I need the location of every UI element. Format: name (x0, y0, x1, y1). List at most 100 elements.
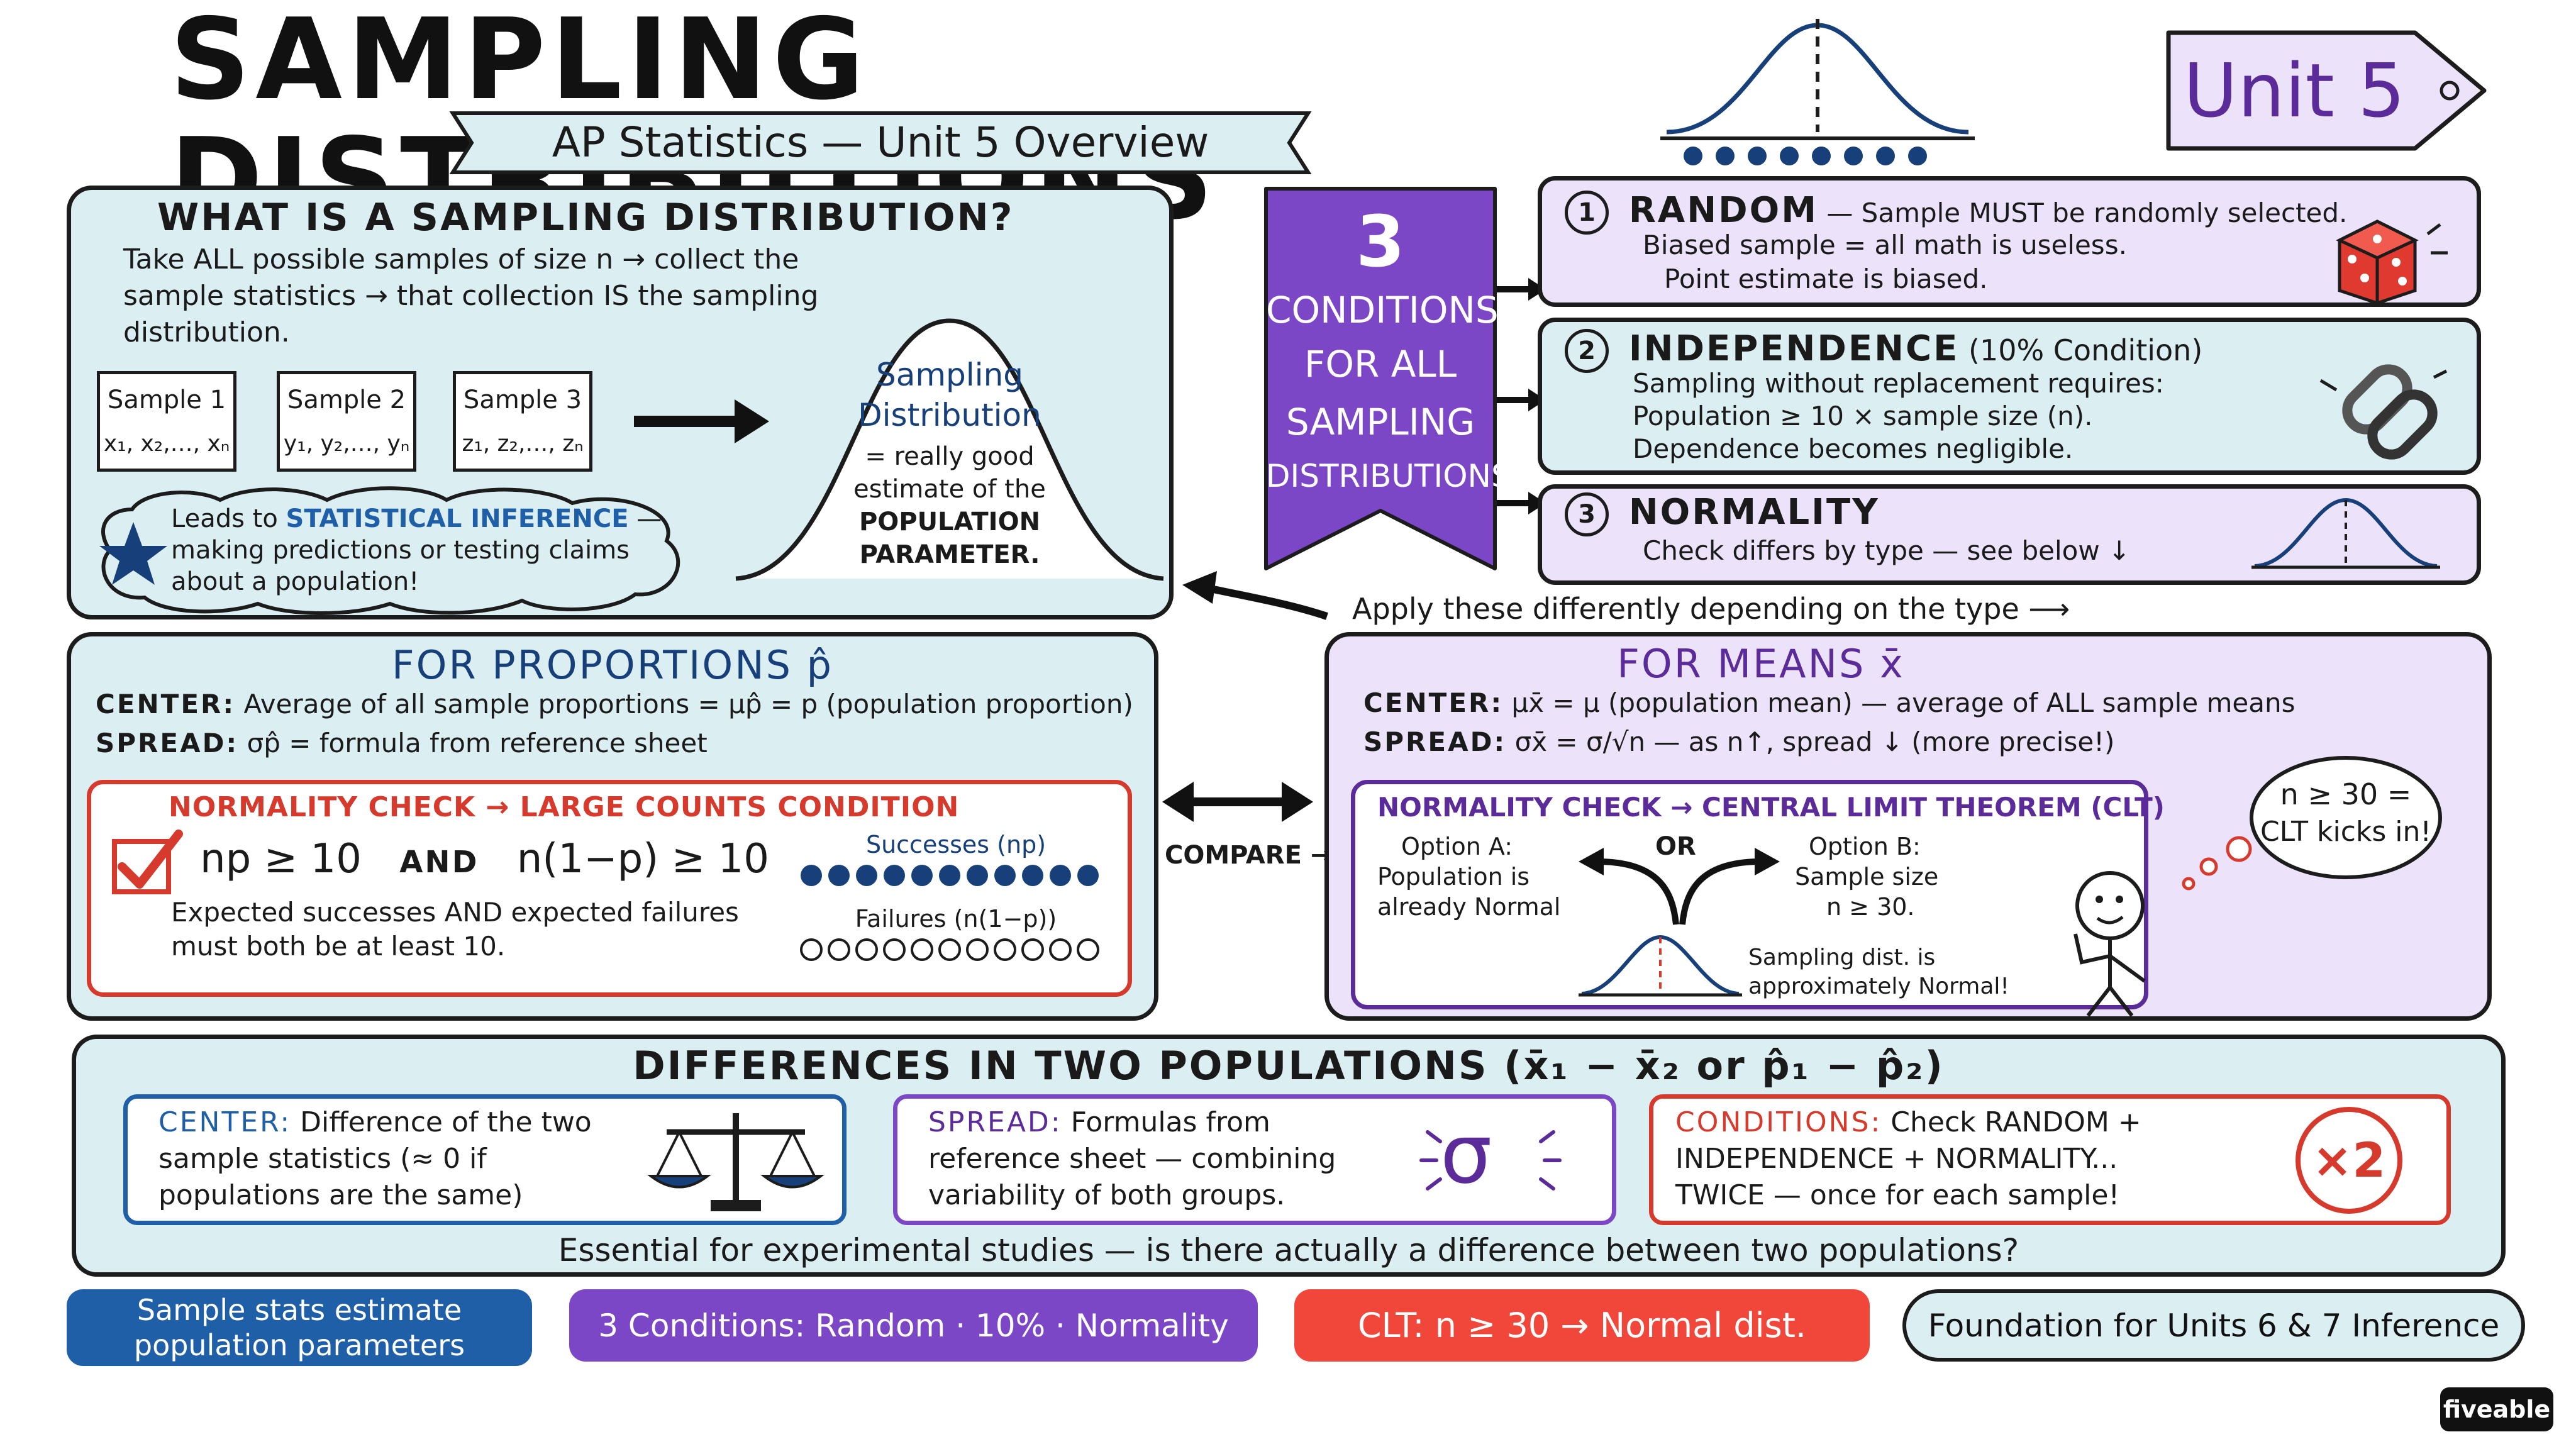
sample-values: y₁, y₂,…, yₙ (283, 431, 410, 457)
banner-line-1: CONDITIONS (1266, 289, 1499, 331)
sampling-distribution-curve (735, 318, 1164, 581)
number-badge-2: 2 (1565, 328, 1609, 373)
curve-text-1: = really good (865, 442, 1035, 471)
double-arrow-icon (1162, 782, 1313, 822)
large-counts-heading: NORMALITY CHECK → LARGE COUNTS CONDITION (169, 791, 960, 823)
means-center-label: CENTER: (1363, 687, 1504, 718)
dice-icon (2336, 219, 2448, 305)
sample-label: Sample 1 (107, 386, 226, 414)
or-label: OR (1655, 832, 1696, 861)
fiveable-logo: fiveable (2440, 1387, 2553, 1431)
means-heading: FOR MEANS x̄ (1617, 641, 1905, 687)
number-badge-3: 3 (1565, 492, 1609, 536)
condition-independence-desc-1: Sampling without replacement requires: (1633, 368, 2164, 399)
conditions-banner (1264, 187, 1497, 570)
thinking-person-icon (2074, 871, 2146, 1017)
summary-pill-estimate-2: population parameters (133, 1328, 465, 1362)
checkmark-icon (112, 830, 183, 894)
cloud-line-3: about a population! (171, 567, 419, 596)
times-two-badge: ×2 (2296, 1107, 2402, 1214)
compare-label: COMPARE → (1165, 841, 1332, 870)
means-center-text: μx̄ = μ (population mean) — average of A… (1503, 687, 2296, 718)
proportions-center-text: Average of all sample proportions = μp̂ … (235, 689, 1133, 719)
condition-independence-panel (1538, 318, 2481, 475)
condition-independence-title: 2 INDEPENDENCE (10% Condition) (1565, 327, 2202, 373)
means-center: CENTER: μx̄ = μ (population mean) — aver… (1363, 686, 2296, 721)
formula-n-one-minus-p: n(1−p) ≥ 10 (516, 836, 770, 882)
sample-box-2: Sample 2 y₁, y₂,…, yₙ (277, 371, 416, 472)
diff-spread-label: SPREAD: (928, 1106, 1062, 1138)
banner-line-2: FOR ALL (1304, 343, 1457, 386)
summary-pill-estimate-1: Sample stats estimate (136, 1293, 462, 1327)
title-bell-curve (1660, 19, 1975, 165)
option-b-1: Option B: (1809, 833, 1921, 860)
sample-label: Sample 2 (287, 386, 406, 414)
number-badge-1: 1 (1565, 190, 1609, 235)
condition-independence-desc-3: Dependence becomes negligible. (1633, 433, 2074, 464)
formula-and: AND (399, 845, 479, 880)
inference-cloud (99, 486, 680, 615)
what-is-line-1: Take ALL possible samples of size n → co… (123, 243, 799, 275)
banner-arrows (1497, 278, 1546, 514)
curve-title-2: Distribution (858, 397, 1041, 433)
condition-independence-name: INDEPENDENCE (1628, 328, 1960, 369)
diff-spread-line-2: reference sheet — combining (928, 1143, 1336, 1175)
means-spread: SPREAD: σx̄ = σ/√n — as n↑, spread ↓ (mo… (1363, 724, 2114, 760)
diff-center-line-2: sample statistics (≈ 0 if (158, 1143, 487, 1175)
clt-normal-curve-icon (1579, 935, 1742, 997)
sample-box-1: Sample 1 x₁, x₂,…, xₙ (97, 371, 236, 472)
clt-heading: NORMALITY CHECK → CENTRAL LIMIT THEOREM … (1377, 792, 2165, 823)
diff-spread-line-3: variability of both groups. (928, 1179, 1285, 1211)
diff-spread-card (893, 1094, 1616, 1225)
means-spread-text: σx̄ = σ/√n — as n↑, spread ↓ (more preci… (1506, 726, 2115, 757)
diff-conditions-line-2: INDEPENDENCE + NORMALITY... (1675, 1143, 2118, 1175)
option-a-2: Population is (1377, 863, 1530, 891)
diff-conditions-label: CONDITIONS: (1675, 1106, 1882, 1138)
curved-arrow-icon (1182, 571, 1328, 620)
balance-scale-icon (647, 1113, 824, 1211)
diff-center-text-1: Difference of the two (291, 1106, 592, 1138)
condition-independence-extra: (10% Condition) (1959, 333, 2203, 367)
cloud-line-1c: — (628, 504, 662, 533)
sigma-rays (1419, 1130, 1562, 1191)
differences-heading: DIFFERENCES IN TWO POPULATIONS (x̄₁ − x̄… (633, 1043, 1945, 1089)
diff-center-line-1: CENTER: Difference of the two (158, 1104, 592, 1141)
condition-random-name: RANDOM (1628, 190, 1818, 231)
unit-tag-label: Unit 5 (2183, 47, 2406, 134)
cloud-line-1a: Leads to (171, 504, 286, 533)
page-title: SAMPLING DISTRIBUTIONS (170, 0, 1219, 244)
sample-box-3: Sample 3 z₁, z₂,…, zₙ (453, 371, 592, 472)
statistical-inference-label: STATISTICAL INFERENCE (286, 504, 629, 533)
banner-line-4: DISTRIBUTIONS (1266, 458, 1511, 494)
means-spread-label: SPREAD: (1363, 726, 1507, 757)
clt-result-1: Sampling dist. is (1748, 945, 1936, 970)
differences-footer: Essential for experimental studies — is … (558, 1232, 2019, 1269)
what-is-line-2: sample statistics → that collection IS t… (123, 280, 819, 312)
diff-conditions-text-1: Check RANDOM + (1882, 1106, 2141, 1138)
sample-label: Sample 3 (463, 386, 582, 414)
sample-values: z₁, z₂,…, zₙ (462, 431, 584, 457)
option-a-3: already Normal (1377, 893, 1561, 921)
condition-normality-name: NORMALITY (1628, 492, 1880, 533)
summary-pill-foundation: Foundation for Units 6 & 7 Inference (1902, 1289, 2525, 1362)
curve-title-1: Sampling (875, 357, 1024, 393)
condition-random-panel (1538, 176, 2481, 307)
large-counts-formula: np ≥ 10 AND n(1−p) ≥ 10 (200, 834, 769, 887)
proportions-center: CENTER: Average of all sample proportion… (96, 687, 1133, 722)
thought-line-2: CLT kicks in! (2260, 816, 2432, 848)
what-is-heading: WHAT IS A SAMPLING DISTRIBUTION? (157, 196, 1014, 240)
clt-result-2: approximately Normal! (1748, 974, 2009, 999)
option-b-3: n ≥ 30. (1826, 893, 1915, 921)
failures-label: Failures (n(1−p)) (855, 905, 1057, 933)
diff-conditions-line-1: CONDITIONS: Check RANDOM + (1675, 1104, 2141, 1141)
failures-dots (800, 938, 1099, 961)
condition-random-desc-3: Point estimate is biased. (1664, 264, 1988, 294)
proportions-heading: FOR PROPORTIONS p̂ (391, 642, 834, 688)
diff-center-label: CENTER: (158, 1106, 292, 1138)
right-arrow-icon (634, 399, 769, 443)
unit-tag (2166, 30, 2487, 151)
merge-arrows-icon (1579, 848, 1780, 925)
summary-pill-clt: CLT: n ≥ 30 → Normal dist. (1294, 1289, 1870, 1362)
diff-spread-text-1: Formulas from (1062, 1106, 1270, 1138)
